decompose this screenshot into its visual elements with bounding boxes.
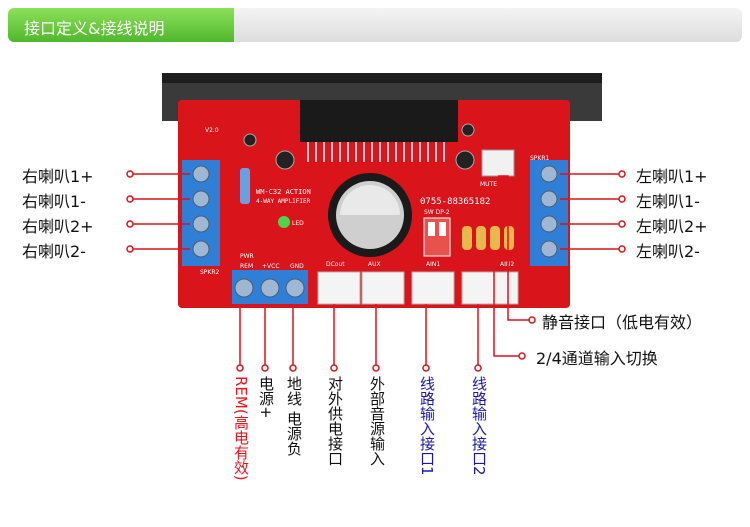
mute-label: 静音接口（低电有效） [542,313,703,332]
chip-pins [307,142,445,162]
right-speaker-label-1p: 右喇叭1+ [22,167,94,186]
board-dcout: DCout [326,261,345,268]
bottom-label-vcc: 电源+ [257,376,275,419]
board-aux: AUX [368,261,381,268]
bottom-label-gnd: 地线 电源负 [285,376,303,456]
mute-connector [481,149,515,177]
left-speaker-label-1p: 左喇叭1+ [636,167,708,186]
mute-leader [498,175,536,324]
terminal-rem: REM [240,263,253,270]
small-cap-right [455,150,475,170]
section-header: 接口定义&接线说明 [8,8,742,42]
board-led-label: LED [292,220,304,227]
board-ain1: AIN1 [426,261,440,268]
board-sw: SW DP-2 [424,209,450,216]
header-title: 接口定义&接线说明 [24,19,165,38]
signal-connectors [317,271,519,305]
bottom-label-dcout: 对外供电接口 [326,376,344,466]
left-speaker-label-1n: 左喇叭1- [636,192,700,211]
board-spkr1: SPKR1 [530,155,550,162]
resistor [240,168,250,204]
terminal-gnd: GND [290,263,304,270]
right-speaker-label-1n: 右喇叭1- [22,192,86,211]
small-cap-left [275,150,295,170]
board-mute: MUTE [480,181,497,188]
board-version: V2.0 [205,127,219,134]
amp-chip [300,100,458,142]
bottom-label-line1: 线路输入接口1 [418,376,436,476]
bottom-leaders [236,304,482,372]
left-speaker-label-2n: 左喇叭2- [636,242,700,261]
board-spkr2: SPKR2 [200,269,220,276]
right-speaker-label-2n: 右喇叭2- [22,242,86,261]
bottom-label-line2: 线路输入接口2 [470,376,488,476]
board-ain2: AIN2 [500,261,514,268]
header-bar [234,8,742,42]
terminal-vcc: +VCC [262,263,280,270]
bottom-label-aux: 外部音源输入 [368,376,386,466]
board-model: WM-C32 ACTION [256,188,311,196]
board-pwr: PWR [240,253,254,260]
bottom-label-rem: REM(高电有效) [232,376,250,481]
board-phone: 0755-88365182 [420,197,490,207]
input-resistors [462,226,514,250]
channel-label: 2/4通道输入切换 [536,349,658,368]
led-indicator [278,216,290,228]
channel-leader [493,256,526,360]
left-speaker-label-2p: 左喇叭2+ [636,217,708,236]
right-speaker-label-2p: 右喇叭2+ [22,217,94,236]
dip-switch [423,217,451,257]
header-tab: 接口定义&接线说明 [8,8,248,42]
board-subtitle: 4-WAY AMPLIFIER [256,198,311,205]
right-speaker-leaders [126,170,190,253]
left-speaker-leaders [560,170,626,253]
